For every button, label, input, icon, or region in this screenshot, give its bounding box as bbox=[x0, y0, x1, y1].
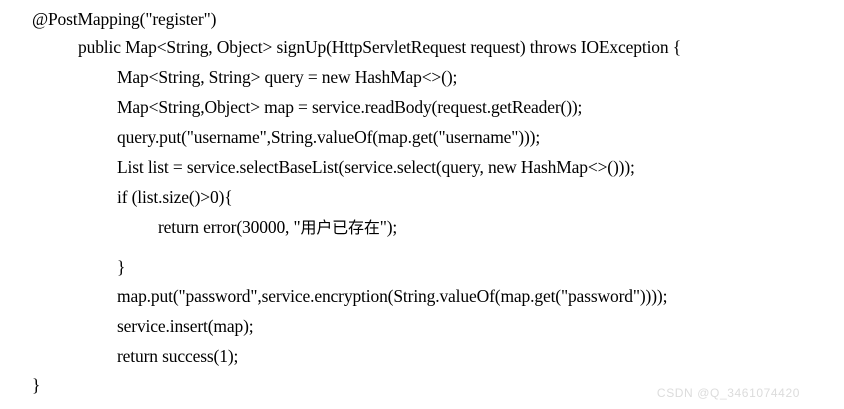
code-line: service.insert(map); bbox=[117, 316, 254, 336]
code-line: Map<String,Object> map = service.readBod… bbox=[117, 97, 583, 117]
csdn-watermark: CSDN @Q_3461074420 bbox=[656, 386, 800, 400]
code-line: query.put("username",String.valueOf(map.… bbox=[117, 127, 541, 147]
code-line: List list = service.selectBaseList(servi… bbox=[117, 157, 635, 177]
code-line: @PostMapping("register") bbox=[32, 9, 217, 29]
code-line: } bbox=[117, 257, 126, 277]
code-line: public Map<String, Object> signUp(HttpSe… bbox=[78, 37, 681, 57]
code-line: Map<String, String> query = new HashMap<… bbox=[117, 67, 458, 87]
code-line: map.put("password",service.encryption(St… bbox=[117, 286, 668, 306]
code-line: return error(30000, "用户已存在"); bbox=[158, 217, 398, 237]
code-line: return success(1); bbox=[117, 346, 239, 366]
code-line: if (list.size()>0){ bbox=[117, 187, 233, 207]
code-line: } bbox=[32, 375, 41, 395]
cjk-text: 用户已存在 bbox=[300, 218, 380, 237]
